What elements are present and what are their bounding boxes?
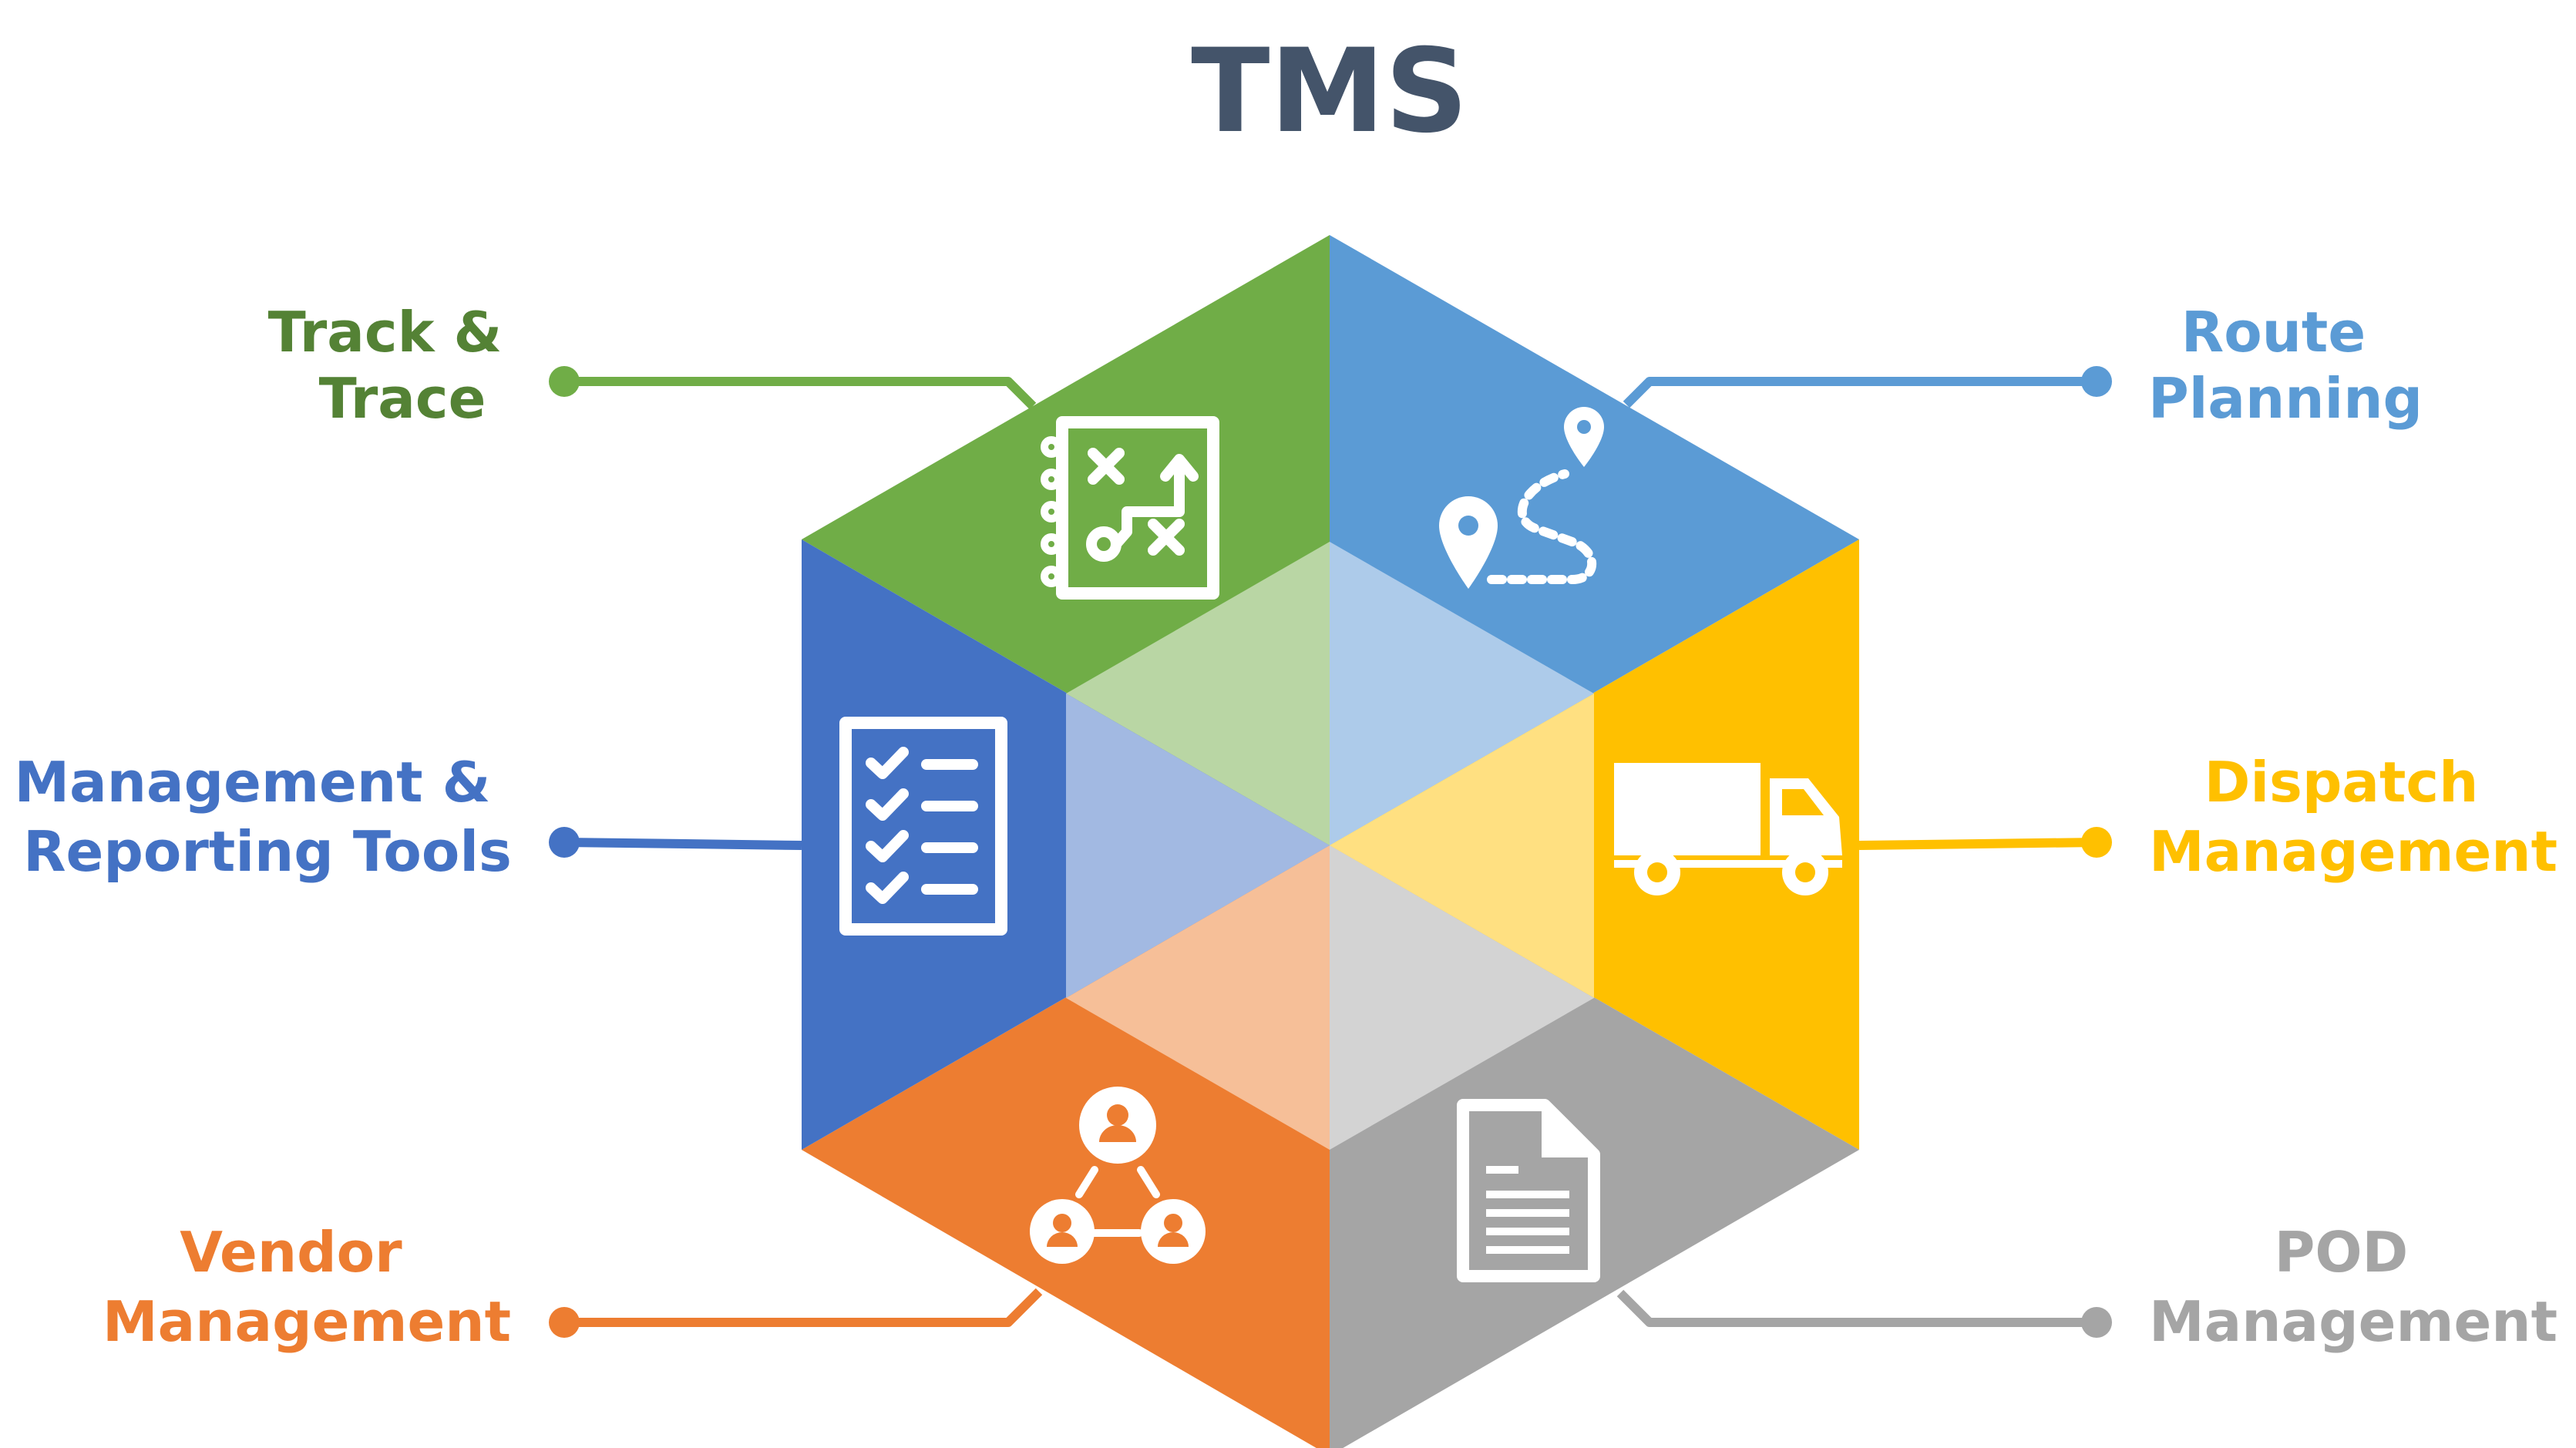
label-line: Management bbox=[103, 1289, 511, 1354]
label-vendor-management: Vendor Management bbox=[103, 1220, 511, 1354]
connector-dispatch-management bbox=[1858, 827, 2112, 858]
label-line: Dispatch bbox=[2204, 750, 2479, 815]
connector-pod-management bbox=[1616, 1289, 2112, 1338]
network-users-icon bbox=[1030, 1087, 1206, 1264]
inner-vendor-management bbox=[1066, 845, 1330, 1150]
inner-track-trace bbox=[1066, 542, 1330, 845]
label-dispatch-management: Dispatch Management bbox=[2149, 750, 2558, 884]
route-map-pin-icon bbox=[1439, 407, 1604, 589]
label-line: Management bbox=[2149, 1289, 2558, 1354]
label-line: POD bbox=[2275, 1220, 2409, 1285]
label-line: Track & bbox=[268, 300, 503, 365]
inner-management-reporting bbox=[1066, 694, 1330, 998]
inner-route-planning bbox=[1330, 542, 1594, 845]
connector-vendor-management bbox=[549, 1288, 1043, 1338]
label-line: Planning bbox=[2148, 366, 2423, 431]
label-line: Vendor bbox=[180, 1220, 402, 1285]
checklist-icon bbox=[839, 717, 1007, 936]
labels: Track & Trace Route Planning Management … bbox=[15, 300, 2558, 1354]
connector-route-planning bbox=[1623, 366, 2112, 408]
label-management-reporting: Management & Reporting Tools bbox=[15, 750, 512, 884]
label-line: Management & bbox=[15, 750, 491, 815]
diagram-title: TMS bbox=[1191, 25, 1468, 159]
label-line: Route bbox=[2181, 300, 2366, 365]
label-track-trace: Track & Trace bbox=[268, 300, 522, 431]
document-icon bbox=[1457, 1099, 1600, 1282]
segment-management-reporting bbox=[802, 539, 1330, 1150]
strategy-board-icon bbox=[1041, 416, 1219, 600]
inner-pod-management bbox=[1330, 845, 1594, 1150]
inner-dispatch-management bbox=[1330, 694, 1594, 998]
label-route-planning: Route Planning bbox=[2148, 300, 2423, 431]
label-line: Trace bbox=[319, 366, 486, 431]
truck-icon bbox=[1614, 763, 1842, 895]
label-line: Reporting Tools bbox=[23, 819, 512, 884]
label-pod-management: POD Management bbox=[2149, 1220, 2558, 1354]
connector-management-reporting bbox=[549, 827, 802, 858]
label-line: Management bbox=[2149, 819, 2558, 884]
segment-dispatch-management bbox=[1330, 539, 1859, 1150]
connector-track-trace bbox=[549, 366, 1037, 410]
connectors bbox=[549, 366, 2112, 1338]
